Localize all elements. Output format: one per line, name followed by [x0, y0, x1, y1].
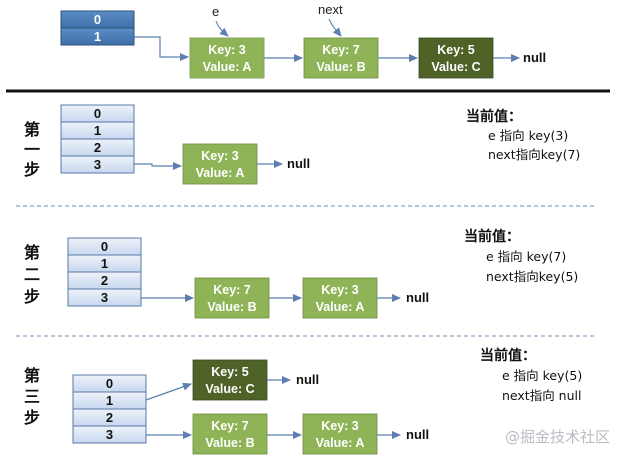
current-value-line: next指向key(7): [488, 147, 580, 162]
step-label-char: 第: [24, 243, 40, 262]
bucket-index: 0: [106, 376, 113, 391]
current-value-line: e 指向 key(3): [488, 128, 568, 143]
bucket-link-arrow: [145, 382, 192, 401]
node-key: Key: 7: [211, 419, 249, 433]
bucket-index: 0: [101, 239, 108, 254]
step-3: 第 三 步 0 1 2 3 Key: 5 Value: C null Key: …: [24, 347, 582, 455]
node-key: Key: 7: [213, 283, 251, 297]
current-values: 当前值： e 指向 key(7) next指向key(5): [464, 228, 578, 284]
bucket-index: 2: [106, 410, 113, 425]
node-key: Key: 3: [201, 149, 239, 163]
chain-node-current: Key: 5 Value: C: [192, 359, 268, 401]
chain-node: Key: 3 Value: A: [302, 413, 378, 455]
step-1: 第 一 步 0 1 2 3 Key: 3 Value: A null 当前值： …: [24, 104, 580, 185]
node-value: Value: C: [431, 60, 480, 74]
current-values-title: 当前值：: [466, 108, 522, 125]
node-value: Value: B: [205, 436, 254, 450]
bucket-index: 1: [101, 256, 108, 271]
step-label-char: 步: [24, 160, 40, 179]
node-value: Value: A: [316, 300, 365, 314]
current-value-line: next指向key(5): [486, 269, 578, 284]
node-value: Value: A: [316, 436, 365, 450]
top-bucket-array: 0 1: [60, 10, 135, 46]
bucket-index: 1: [94, 123, 101, 138]
chain-node: Key: 3 Value: A: [302, 277, 378, 319]
chain-node: Key: 7 Value: B: [303, 37, 379, 79]
current-value-line: e 指向 key(5): [502, 368, 582, 383]
step-label-char: 步: [24, 408, 40, 427]
node-value: Value: C: [205, 382, 254, 396]
bucket-index: 3: [106, 427, 113, 442]
node-key: Key: 7: [322, 43, 360, 57]
bucket-index: 2: [101, 273, 108, 288]
node-key: Key: 3: [321, 419, 359, 433]
bucket-array: 0 1 2 3: [72, 374, 147, 444]
bucket-link-arrow: [134, 162, 182, 170]
current-values: 当前值： e 指向 key(3) next指向key(7): [466, 108, 580, 162]
chain-node-current: Key: 5 Value: C: [418, 37, 494, 79]
pointer-next-arrow: [328, 18, 342, 37]
node-key: Key: 5: [437, 43, 475, 57]
node-key: Key: 3: [321, 283, 359, 297]
null-label: null: [406, 427, 429, 442]
node-value: Value: A: [203, 60, 252, 74]
node-value: Value: B: [316, 60, 365, 74]
null-label: null: [406, 290, 429, 305]
top-section: 0 1 Key: 3 Value: A Key: 7 Value: B Key:…: [60, 2, 546, 79]
step-label-char: 一: [24, 140, 40, 159]
chain-node: Key: 7 Value: B: [194, 277, 270, 319]
pointer-e-label: e: [212, 4, 219, 19]
current-values-title: 当前值：: [480, 347, 536, 364]
bucket-index: 1: [94, 29, 101, 44]
node-value: Value: B: [207, 300, 256, 314]
bucket-index: 3: [101, 290, 108, 305]
watermark: @掘金技术社区: [505, 428, 610, 446]
node-key: Key: 5: [211, 365, 249, 379]
bucket-array: 0 1 2 3: [60, 104, 135, 174]
current-value-line: next指向 null: [502, 388, 581, 403]
bucket-index: 2: [94, 140, 101, 155]
step-label-char: 第: [24, 366, 40, 385]
current-values: 当前值： e 指向 key(5) next指向 null: [480, 347, 582, 403]
step-label-char: 二: [24, 265, 40, 284]
chain-node: Key: 3 Value: A: [189, 37, 265, 79]
bucket-array: 0 1 2 3: [67, 237, 142, 307]
chain-node: Key: 3 Value: A: [182, 143, 258, 185]
null-label: null: [523, 50, 546, 65]
null-label: null: [287, 156, 310, 171]
pointer-e-arrow: [215, 20, 229, 37]
current-values-title: 当前值：: [464, 228, 520, 245]
step-label-char: 第: [24, 120, 40, 139]
current-value-line: e 指向 key(7): [486, 249, 566, 264]
null-label: null: [296, 372, 319, 387]
node-key: Key: 3: [208, 43, 246, 57]
bucket-index: 0: [94, 12, 101, 27]
bucket-index: 1: [106, 393, 113, 408]
pointer-next-label: next: [318, 2, 343, 17]
node-value: Value: A: [196, 166, 245, 180]
chain-node: Key: 7 Value: B: [192, 413, 268, 455]
step-label-char: 步: [24, 287, 40, 306]
bucket-link-arrow: [134, 36, 189, 61]
step-label-char: 三: [24, 387, 40, 406]
bucket-index: 3: [94, 157, 101, 172]
step-2: 第 二 步 0 1 2 3 Key: 7 Value: B Key: 3 Val…: [24, 228, 578, 319]
bucket-index: 0: [94, 106, 101, 121]
